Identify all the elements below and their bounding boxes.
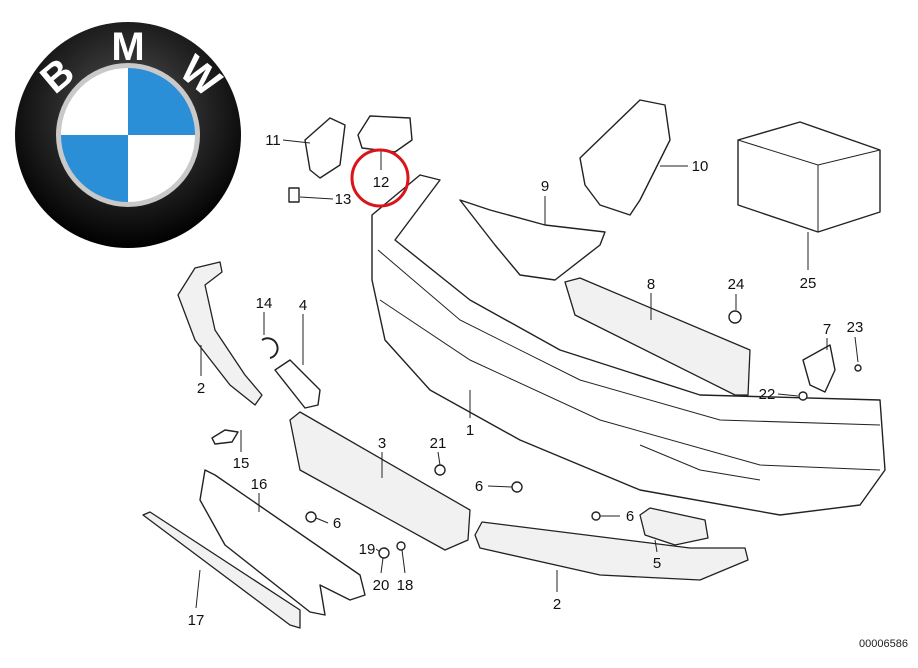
callout-6-right: 6 [626, 508, 634, 525]
part-2-right-trim [474, 521, 749, 581]
part-25-box [737, 121, 881, 233]
part-7-bracket [802, 344, 836, 393]
part-5-grille-insert [639, 507, 709, 546]
leader-lines [195, 139, 859, 609]
logo-quadrant-blue-bl [61, 135, 128, 202]
callout-labels: 11 12 13 9 10 25 14 4 2 8 24 7 23 22 1 3… [188, 132, 864, 629]
part-22-screw [798, 391, 808, 401]
part-1-bumper-shell [371, 174, 886, 516]
part-23-screw [854, 364, 862, 372]
part-18-washer [396, 541, 406, 551]
callout-25: 25 [800, 275, 817, 292]
part-6-screw-b [305, 511, 317, 523]
callout-11: 11 [265, 132, 281, 149]
callout-5: 5 [653, 555, 661, 572]
diagram-code: 00006586 [859, 638, 908, 650]
part-6-screw-c [591, 511, 601, 521]
callout-23: 23 [847, 319, 864, 336]
part-3-carrier [289, 411, 471, 551]
callout-12: 12 [373, 174, 390, 191]
logo-quadrant-white-br [128, 135, 195, 202]
callout-22: 22 [759, 386, 776, 403]
part-16-plate-holder [199, 469, 366, 616]
callout-4: 4 [299, 297, 307, 314]
part-14-clip [261, 337, 279, 359]
callout-13: 13 [335, 191, 352, 208]
part-6-screw-a [511, 481, 523, 493]
logo-quadrant-white-tl [61, 68, 128, 135]
callout-9: 9 [541, 178, 549, 195]
part-15-eyelet [211, 429, 239, 445]
callout-6-center: 6 [475, 478, 483, 495]
callout-14: 14 [256, 295, 273, 312]
callout-18: 18 [397, 577, 414, 594]
part-10-air-duct [579, 99, 671, 216]
part-2-left-trim [177, 261, 263, 406]
callout-1: 1 [466, 422, 474, 439]
part-20-nut [378, 547, 390, 559]
callout-3: 3 [378, 435, 386, 452]
part-12-bracket [357, 115, 413, 153]
part-9-bracket [459, 199, 606, 281]
part-17-strip [142, 511, 301, 629]
callout-17: 17 [188, 612, 205, 629]
callout-21: 21 [430, 435, 447, 452]
callout-2-right: 2 [553, 596, 561, 613]
highlight-circle-part-12 [350, 148, 410, 208]
callout-10: 10 [692, 158, 709, 175]
callout-7: 7 [823, 321, 831, 338]
part-13-clip [288, 187, 300, 203]
part-21-clip [434, 464, 446, 476]
callout-24: 24 [728, 276, 745, 293]
callout-2-left: 2 [197, 380, 205, 397]
logo-quadrant-blue-tr [128, 68, 195, 135]
part-4-cover [274, 359, 321, 409]
callout-20: 20 [373, 577, 390, 594]
callout-15: 15 [233, 455, 250, 472]
part-24-nut [728, 310, 742, 324]
part-8-trim-panel [564, 277, 751, 396]
callout-6-left: 6 [333, 515, 341, 532]
callout-16: 16 [251, 476, 268, 493]
callout-19: 19 [359, 541, 376, 558]
callout-8: 8 [647, 276, 655, 293]
part-11-bracket [304, 117, 346, 179]
bmw-logo: B M W [15, 22, 241, 248]
logo-letter-m: M [111, 25, 144, 69]
